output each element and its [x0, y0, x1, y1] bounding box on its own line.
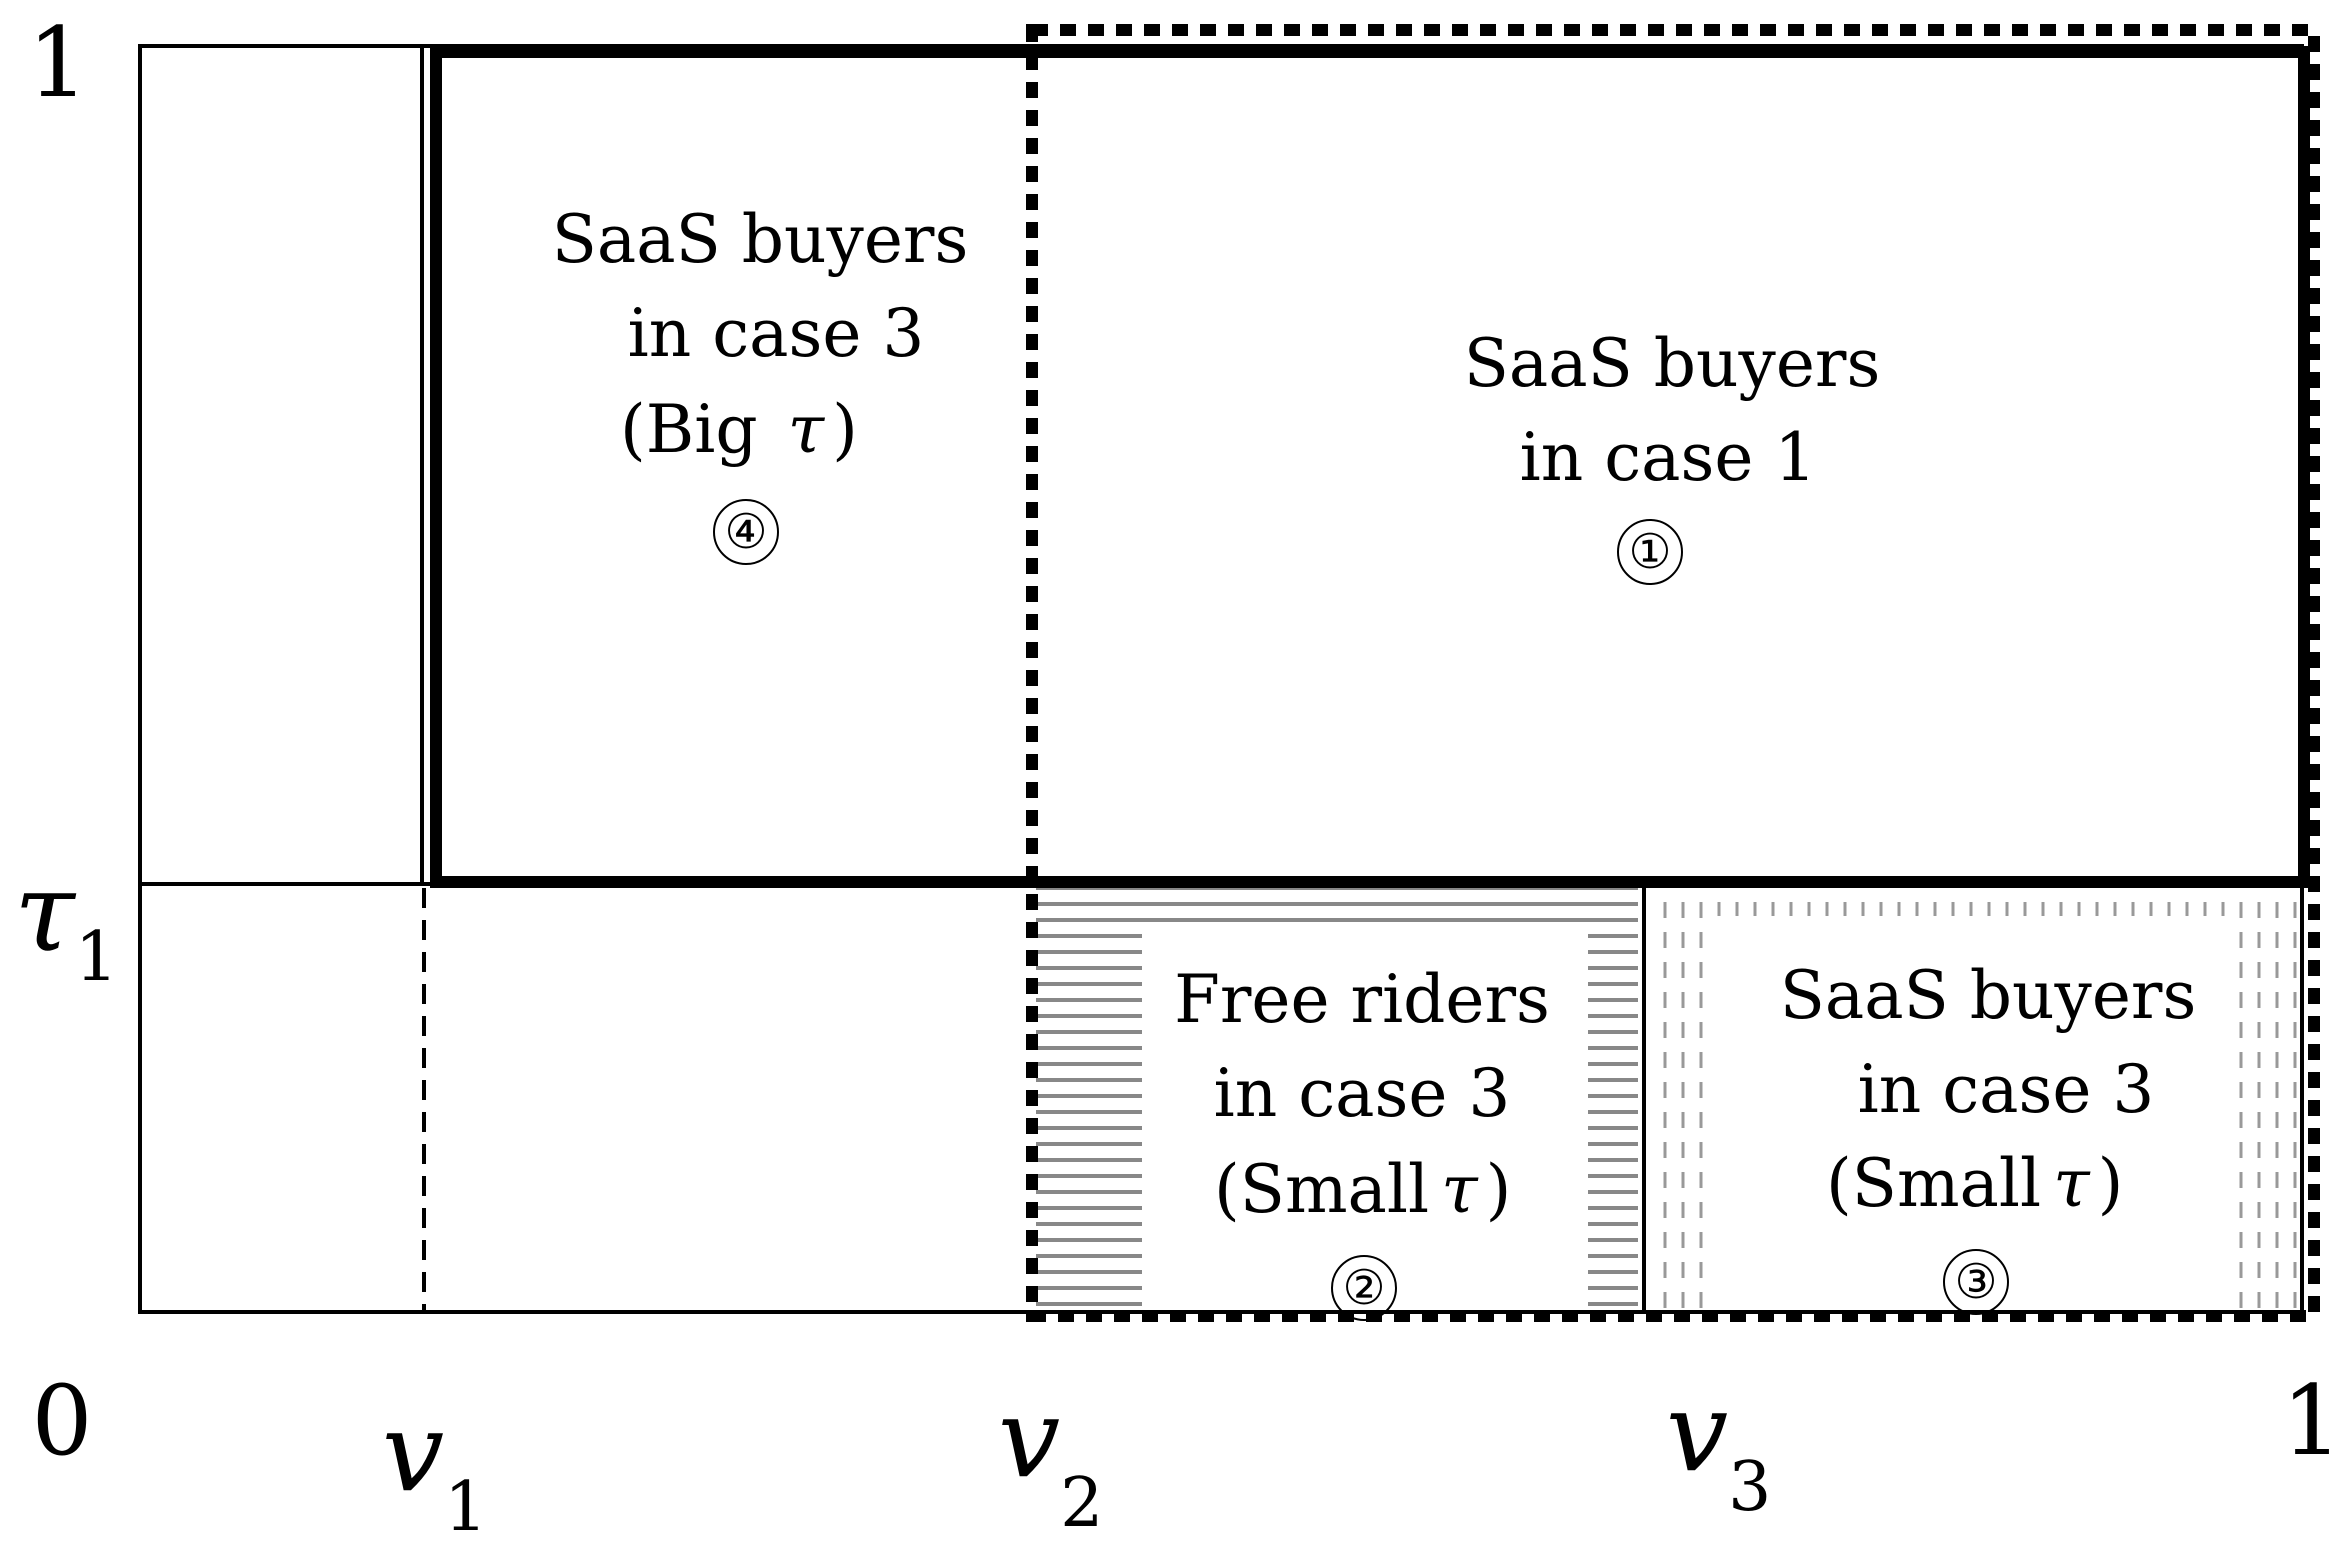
region-1-line-2: in case 1	[1520, 419, 1817, 496]
v2-symbol: v	[998, 1374, 1060, 1502]
region-3-line-2: in case 3	[1858, 1051, 2155, 1128]
region-4-paren: (Big	[620, 391, 758, 468]
region-3-dash-right	[2236, 888, 2302, 1308]
origin-label: 0	[31, 1365, 92, 1477]
region-4-marker-text: ④	[724, 504, 767, 560]
region-2-marker-circle	[1331, 1255, 1397, 1321]
v1-subscript: 1	[444, 1468, 487, 1544]
tau-symbol: τ	[14, 848, 77, 976]
region-2-hatch-left	[1036, 932, 1142, 1310]
region-3-marker-text: ③	[1954, 1254, 1997, 1310]
y-axis-top-label: 1	[27, 7, 88, 119]
region-4-line-2: in case 3	[628, 295, 925, 372]
region-1-marker-circle	[1617, 519, 1683, 585]
region-dotted-rect	[1026, 24, 2320, 1322]
region-1-label: SaaS buyers in case 1	[1464, 325, 1881, 585]
x-axis-end-label: 1	[2281, 1365, 2340, 1477]
v1-symbol: v	[382, 1388, 444, 1516]
region-2-line-2: in case 3	[1214, 1055, 1511, 1132]
region-2-tau: τ	[1441, 1151, 1479, 1228]
region-3-close: )	[2098, 1145, 2124, 1222]
y-axis-tau1-label: τ1	[14, 848, 118, 997]
region-2-marker-text: ②	[1342, 1260, 1385, 1316]
region-4-close: )	[832, 391, 858, 468]
region-3-dash-top	[1714, 888, 2236, 916]
region-4-marker-circle	[713, 499, 779, 565]
region-2-line-1: Free riders	[1174, 961, 1550, 1038]
region-3-marker-circle	[1943, 1249, 2009, 1315]
tau-subscript: 1	[75, 918, 118, 997]
x-axis-v2-label: v2	[998, 1374, 1103, 1543]
region-3-paren: (Small	[1826, 1145, 2041, 1222]
region-3-tau: τ	[2053, 1145, 2091, 1222]
region-3-line-1: SaaS buyers	[1780, 957, 2197, 1034]
x-axis-v1-label: v1	[382, 1388, 487, 1544]
region-2-hatch-right	[1588, 932, 1638, 1310]
v3-subscript: 3	[1728, 1448, 1771, 1527]
region-3-dash-left	[1650, 888, 1714, 1308]
region-1-marker-text: ①	[1628, 524, 1671, 580]
region-4-tau: τ	[788, 391, 826, 468]
v3-symbol: v	[1666, 1368, 1728, 1496]
region-2-hatch-top	[1036, 888, 1638, 932]
region-1-line-1: SaaS buyers	[1464, 325, 1881, 402]
x-axis-v3-label: v3	[1666, 1368, 1771, 1527]
region-4-line-3: (Big τ)	[620, 391, 858, 468]
v2-subscript: 2	[1060, 1464, 1103, 1543]
region-2-close: )	[1486, 1151, 1512, 1228]
region-4-line-1: SaaS buyers	[552, 201, 969, 278]
region-4-label: SaaS buyers in case 3 (Big τ)	[552, 201, 969, 565]
region-2-paren: (Small	[1214, 1151, 1429, 1228]
region-bold-rect	[430, 46, 2310, 888]
